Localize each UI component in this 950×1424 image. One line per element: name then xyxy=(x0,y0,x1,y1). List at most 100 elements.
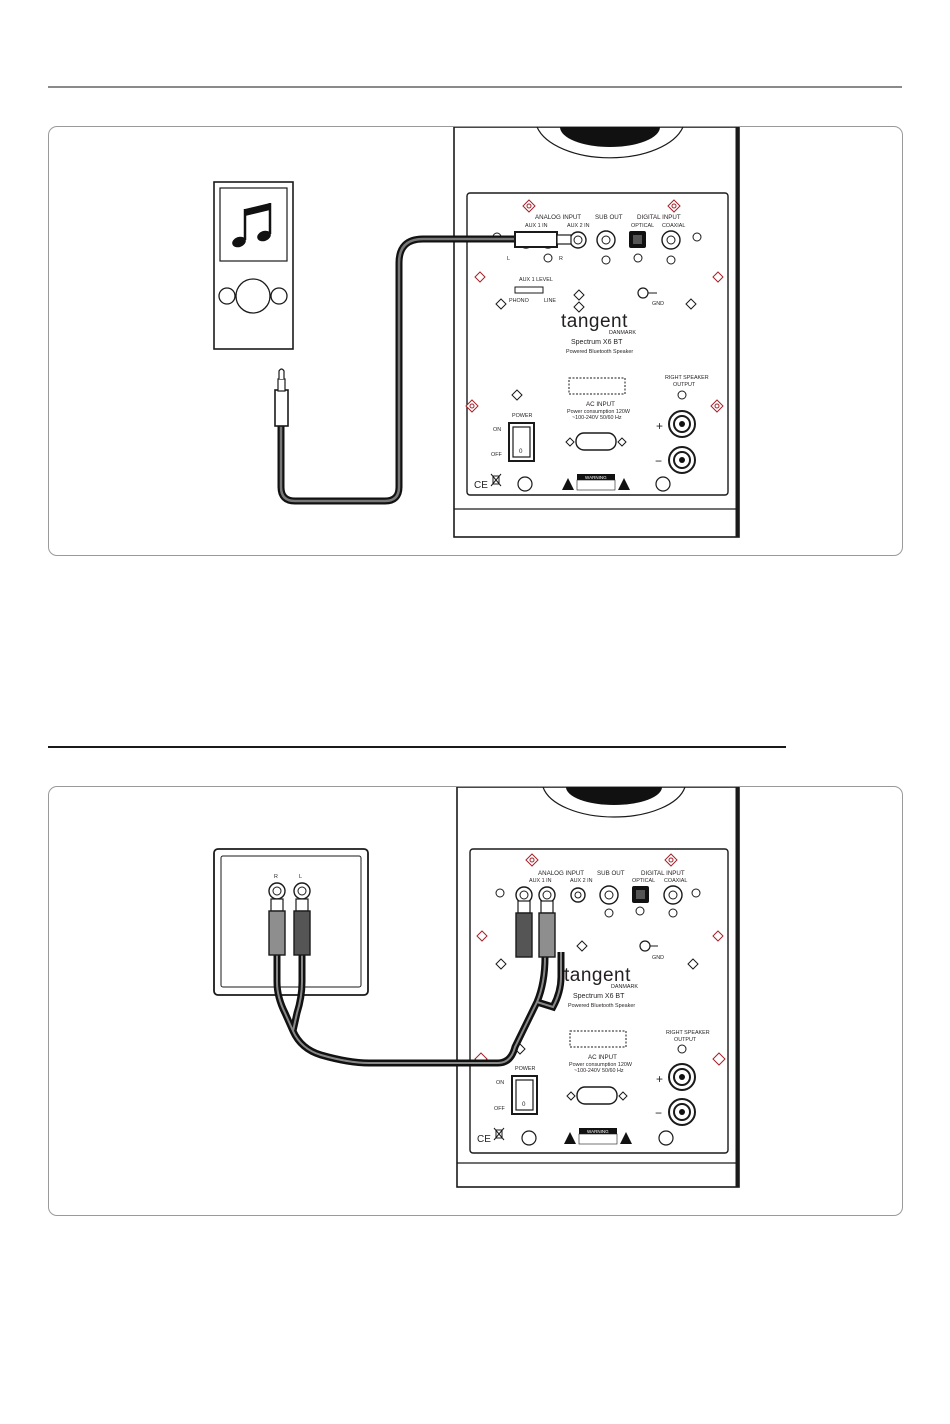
speaker-terminal-positive[interactable] xyxy=(668,1063,696,1091)
power-label: POWER xyxy=(512,413,532,419)
optical-jack[interactable] xyxy=(632,886,649,903)
coaxial-label: COAXIAL xyxy=(664,878,687,884)
ac-socket[interactable] xyxy=(576,1086,618,1105)
speaker-cabinet xyxy=(456,787,740,1188)
brand-logo: tangent xyxy=(564,965,631,986)
optical-label: OPTICAL xyxy=(631,223,654,229)
digital-input-label: DIGITAL INPUT xyxy=(641,870,685,877)
switch-mark: 0 xyxy=(522,1101,526,1108)
rca-plug-left-speaker xyxy=(515,900,533,958)
top-divider xyxy=(48,86,902,88)
source-r-label: R xyxy=(274,874,278,880)
plus-label: + xyxy=(656,1072,663,1086)
ac-input-label: AC INPUT xyxy=(586,401,615,408)
rca-adapter-plug xyxy=(514,231,558,248)
model-subtitle: Powered Bluetooth Speaker xyxy=(566,349,633,355)
aux1-right-jack[interactable] xyxy=(538,886,556,904)
brand-sub: DANMARK xyxy=(611,984,638,990)
aux-connection-diagram: ANALOG INPUT AUX 1 IN AUX 2 IN SUB OUT D… xyxy=(213,127,740,538)
voltage-label: ~100-240V 50/60 Hz xyxy=(572,415,622,421)
off-label: OFF xyxy=(494,1106,505,1112)
music-player-device xyxy=(213,181,294,350)
minus-label: − xyxy=(655,1106,662,1120)
speaker-cabinet xyxy=(453,127,740,538)
model-subtitle: Powered Bluetooth Speaker xyxy=(568,1003,635,1009)
warning-label: WARNING xyxy=(585,475,607,480)
coaxial-jack[interactable] xyxy=(663,885,683,905)
music-note-icon xyxy=(232,203,272,248)
aux1-level-switch[interactable] xyxy=(514,286,544,294)
right-channel-label: R xyxy=(559,256,563,262)
aux1-in-label: AUX 1 IN xyxy=(529,878,552,884)
gnd-label: GND xyxy=(652,955,664,961)
next-button[interactable] xyxy=(270,287,288,305)
gnd-terminal[interactable] xyxy=(637,287,649,299)
foot-screw-icon xyxy=(521,1130,537,1146)
ac-socket[interactable] xyxy=(575,432,617,451)
source-l-jack[interactable] xyxy=(293,882,311,900)
rca-plug-white xyxy=(293,898,311,956)
rear-panel-plate xyxy=(466,192,729,496)
analog-input-label: ANALOG INPUT xyxy=(538,870,584,877)
ce-mark: CE xyxy=(474,480,488,491)
source-device-rca-outputs: R L xyxy=(213,848,369,996)
switch-mark: 0 xyxy=(519,448,523,455)
woofer-icon xyxy=(566,787,662,805)
gnd-label: GND xyxy=(652,301,664,307)
right-speaker-label: RIGHT SPEAKER xyxy=(666,1030,710,1036)
aux2-jack[interactable] xyxy=(569,231,587,249)
woofer-icon xyxy=(560,127,660,147)
shock-hazard-icon xyxy=(620,1132,632,1144)
on-label: ON xyxy=(493,427,501,433)
warning-triangle-icon xyxy=(564,1132,576,1144)
phono-label: PHONO xyxy=(509,298,529,304)
center-button[interactable] xyxy=(235,278,271,314)
plus-label: + xyxy=(656,419,663,433)
warning-triangle-icon xyxy=(562,478,574,490)
power-label: POWER xyxy=(515,1066,535,1072)
model-name: Spectrum X6 BT xyxy=(573,993,625,1000)
gnd-terminal[interactable] xyxy=(639,940,651,952)
digital-input-label: DIGITAL INPUT xyxy=(637,214,681,221)
diagram-panel-aux-cable: ANALOG INPUT AUX 1 IN AUX 2 IN SUB OUT D… xyxy=(48,126,903,556)
right-speaker-label: RIGHT SPEAKER xyxy=(665,375,709,381)
player-screen xyxy=(219,187,288,262)
on-label: ON xyxy=(496,1080,504,1086)
speaker-terminal-positive[interactable] xyxy=(668,410,696,438)
diagram-panel-rca-cable: ANALOG INPUT AUX 1 IN AUX 2 IN SUB OUT D… xyxy=(48,786,903,1216)
source-r-jack[interactable] xyxy=(268,882,286,900)
weee-icon xyxy=(493,1127,505,1141)
screw-icon xyxy=(465,199,724,413)
output-label: OUTPUT xyxy=(673,382,696,388)
speaker-terminal-negative[interactable] xyxy=(668,1098,696,1126)
power-consumption-label: Power consumption 120W xyxy=(569,1062,633,1068)
coaxial-jack[interactable] xyxy=(661,230,681,250)
sub-out-label: SUB OUT xyxy=(597,870,625,877)
left-channel-label: L xyxy=(507,256,510,262)
rating-label-area xyxy=(568,377,626,395)
aux1-in-label: AUX 1 IN xyxy=(525,223,548,229)
rca-plug-right-speaker xyxy=(538,900,556,958)
source-l-label: L xyxy=(299,874,302,880)
optical-label: OPTICAL xyxy=(632,878,655,884)
optical-jack[interactable] xyxy=(629,231,646,248)
speaker-terminal-negative[interactable] xyxy=(668,446,696,474)
voltage-label: ~100-240V 50/60 Hz xyxy=(574,1068,624,1074)
coaxial-label: COAXIAL xyxy=(662,223,685,229)
foot-screw-icon xyxy=(517,476,533,492)
power-consumption-label: Power consumption 120W xyxy=(567,409,631,415)
off-label: OFF xyxy=(491,452,502,458)
rating-label-area xyxy=(569,1030,627,1048)
analog-input-label: ANALOG INPUT xyxy=(535,214,581,221)
prev-button[interactable] xyxy=(218,287,236,305)
ac-input-label: AC INPUT xyxy=(588,1054,617,1061)
sub-out-jack[interactable] xyxy=(599,885,619,905)
ce-mark: CE xyxy=(477,1134,491,1145)
sub-out-jack[interactable] xyxy=(596,230,616,250)
foot-screw-icon xyxy=(658,1130,674,1146)
output-label: OUTPUT xyxy=(674,1037,697,1043)
rca-cable xyxy=(268,898,565,1067)
aux2-jack[interactable] xyxy=(570,887,586,903)
brand-sub: DANMARK xyxy=(609,330,636,336)
brand-logo: tangent xyxy=(561,311,628,332)
